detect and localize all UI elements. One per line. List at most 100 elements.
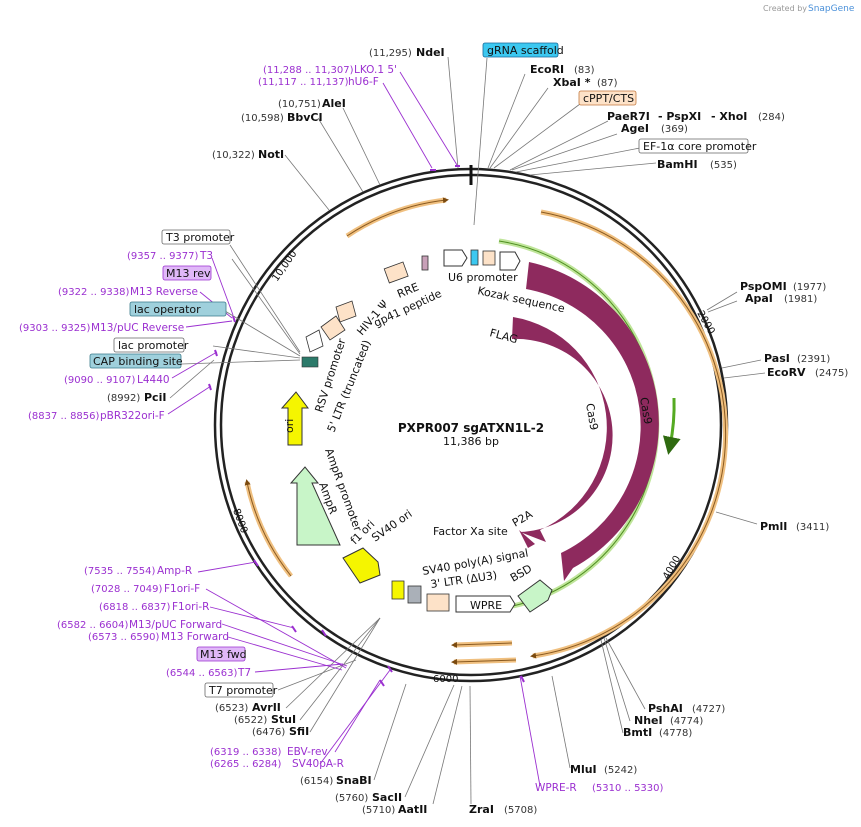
plasmid-length: 11,386 bp — [443, 435, 499, 448]
site-pmli[interactable]: PmlI — [760, 520, 787, 533]
site-bmti[interactable]: BmtI — [623, 726, 652, 739]
primer-wprer[interactable]: WPRE-R — [535, 782, 577, 794]
label-bsd: BSD — [508, 562, 534, 585]
site-bamhi[interactable]: BamHI — [657, 158, 698, 171]
primer-m13pucfwd[interactable]: M13/pUC Forward — [129, 619, 222, 631]
pos-t3: (9357 .. 9377) — [127, 251, 199, 262]
pos-wprer: (5310 .. 5330) — [592, 783, 664, 794]
rre-block — [383, 261, 409, 284]
site-stui[interactable]: StuI — [271, 713, 296, 726]
cap-binding-box — [89, 353, 182, 369]
site-pspxi[interactable]: - PspXI — [658, 110, 701, 123]
pos-apai: (1981) — [784, 294, 817, 305]
grna-scaffold-block — [470, 249, 479, 266]
site-pasi[interactable]: PasI — [764, 352, 790, 365]
primer-sv40par[interactable]: SV40pA-R — [292, 758, 344, 770]
site-zrai[interactable]: ZraI — [469, 803, 494, 816]
primer-m13pucrev[interactable]: M13/pUC Reverse — [91, 322, 184, 334]
pos-sv40par: (6265 .. 6284) — [210, 759, 282, 770]
site-xhoi[interactable]: - XhoI — [711, 110, 747, 123]
site-snabi[interactable]: SnaBI — [336, 774, 372, 787]
primer-l4440[interactable]: L4440 — [137, 374, 170, 386]
primer-ebvrev[interactable]: EBV-rev — [287, 746, 328, 758]
site-ndei[interactable]: NdeI — [416, 46, 445, 59]
cppt-block — [482, 250, 496, 266]
pos-bmti: (4778) — [659, 728, 692, 739]
label-m13-rev: M13 rev — [166, 267, 211, 280]
pos-zrai: (5708) — [504, 805, 537, 816]
site-sfii[interactable]: SfiI — [289, 725, 309, 738]
rsv-promoter-arrow — [305, 329, 324, 353]
site-ecorv[interactable]: EcoRV — [767, 366, 806, 379]
site-paer7i[interactable]: PaeR7I — [607, 110, 650, 123]
pos-snabi: (6154) — [300, 776, 333, 787]
sv40-ori-block — [391, 580, 405, 600]
primer-t7[interactable]: T7 — [237, 667, 251, 679]
label-lac-promoter: lac promoter — [118, 339, 189, 352]
pos-m13reverse: (9322 .. 9338) — [58, 287, 130, 298]
pos-bbvci: (10,598) — [241, 113, 284, 124]
pos-lko1: (11,288 .. 11,307) — [263, 65, 354, 76]
pos-ndei: (11,295) — [369, 48, 412, 59]
plasmid-name: PXPR007 sgATXN1L-2 — [398, 421, 544, 435]
hiv-psi-block — [335, 300, 357, 323]
label-t7-promoter: T7 promoter — [208, 684, 278, 697]
lac-block — [301, 356, 319, 368]
pos-noti: (10,322) — [212, 150, 255, 161]
pos-paer7i: (284) — [758, 112, 785, 123]
site-aatii[interactable]: AatII — [398, 803, 427, 816]
site-pshai[interactable]: PshAI — [648, 702, 683, 715]
site-bbvci[interactable]: BbvCI — [287, 111, 323, 124]
site-ecori[interactable]: EcoRI — [530, 63, 564, 76]
primer-pbr322[interactable]: pBR322ori-F — [100, 410, 165, 422]
pos-pmli: (3411) — [796, 522, 829, 533]
label-p2a: P2A — [510, 508, 535, 530]
site-apai[interactable]: ApaI — [745, 292, 773, 305]
label-cap-binding: CAP binding site — [93, 355, 183, 368]
pos-stui: (6522) — [234, 715, 267, 726]
pos-pasi: (2391) — [797, 354, 830, 365]
label-t3-promoter: T3 promoter — [165, 231, 235, 244]
pos-pshai: (4727) — [692, 704, 725, 715]
pos-ebvrev: (6319 .. 6338) — [210, 747, 282, 758]
site-alei[interactable]: AleI — [322, 97, 346, 110]
site-noti[interactable]: NotI — [258, 148, 284, 161]
ltr5-block — [320, 315, 346, 341]
label-u6-promoter: U6 promoter — [448, 271, 518, 284]
site-avrii[interactable]: AvrII — [252, 701, 281, 714]
lac-promoter-box — [113, 337, 185, 353]
pos-pbr322: (8837 .. 8856) — [28, 411, 100, 422]
pos-ecorv: (2475) — [815, 368, 848, 379]
pos-alei: (10,751) — [278, 99, 321, 110]
pos-f1orir: (6818 .. 6837) — [99, 602, 171, 613]
primer-m13reverse[interactable]: M13 Reverse — [130, 286, 198, 298]
site-sacii[interactable]: SacII — [372, 791, 402, 804]
site-nhei[interactable]: NheI — [634, 714, 663, 727]
pos-mlui: (5242) — [604, 765, 637, 776]
pos-m13pucrev: (9303 .. 9325) — [19, 323, 91, 334]
m13-fwd-box — [196, 646, 246, 662]
label-ori: ori — [283, 419, 296, 433]
primer-f1orif[interactable]: F1ori-F — [164, 583, 200, 595]
m13-rev-box — [162, 265, 212, 281]
pos-xbai: (87) — [597, 78, 618, 89]
primer-f1orir[interactable]: F1ori-R — [172, 601, 209, 613]
primer-marks — [208, 165, 525, 687]
primer-hu6f[interactable]: hU6-F — [348, 76, 379, 88]
pos-sacii: (5760) — [335, 793, 368, 804]
primer-lko1[interactable]: LKO.1 5' — [354, 64, 397, 76]
ef1a-arrow — [499, 251, 521, 271]
site-xbai[interactable]: XbaI * — [553, 76, 591, 89]
sv40-polya-block — [407, 585, 422, 604]
label-m13-fwd: M13 fwd — [200, 648, 247, 661]
pos-m13forward: (6573 .. 6590) — [88, 632, 160, 643]
site-pcii[interactable]: PciI — [144, 391, 166, 404]
site-mlui[interactable]: MluI — [570, 763, 597, 776]
site-agei[interactable]: AgeI — [621, 122, 649, 135]
primer-t3[interactable]: T3 — [199, 250, 213, 262]
primer-ampr[interactable]: Amp-R — [157, 565, 192, 577]
primer-m13forward[interactable]: M13 Forward — [161, 631, 229, 643]
pos-l4440: (9090 .. 9107) — [64, 375, 136, 386]
label-cppt: cPPT/CTS — [583, 92, 634, 105]
site-pspomi[interactable]: PspOMI — [740, 280, 787, 293]
